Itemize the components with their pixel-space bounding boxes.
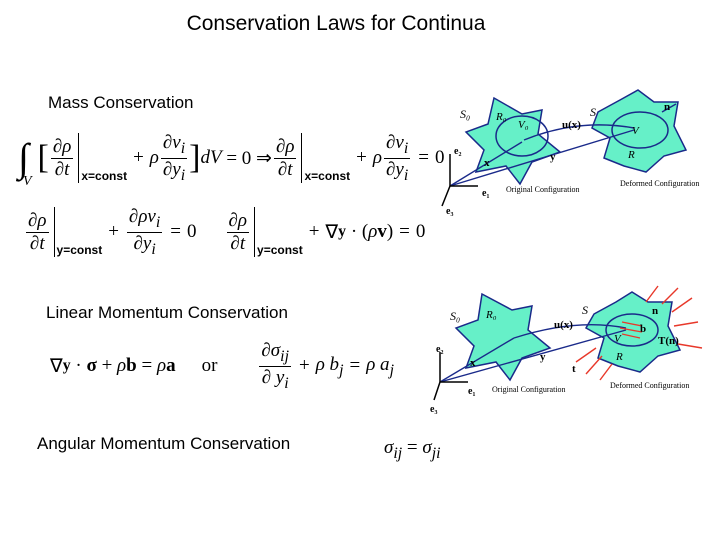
label-S0: S₀ bbox=[460, 107, 470, 121]
label-e1: e₁ bbox=[482, 188, 489, 199]
label-original-config: Original Configuration bbox=[492, 385, 566, 394]
deformed-body-shape bbox=[584, 291, 682, 373]
deformed-body-shape bbox=[591, 89, 688, 173]
angular-momentum-heading: Angular Momentum Conservation bbox=[37, 434, 291, 453]
momentum-configuration-diagram: S₀ R₀ S u(x) n b T(n) V R t x y e₂ e₁ e₃… bbox=[430, 285, 703, 415]
x-const-subscript: x=const bbox=[304, 169, 351, 184]
label-t: t bbox=[572, 363, 576, 375]
label-e2: e₂ bbox=[454, 146, 461, 157]
label-V: V bbox=[632, 125, 640, 137]
label-e3: e₃ bbox=[430, 404, 437, 415]
label-Tn: T(n) bbox=[658, 335, 679, 347]
label-y: y bbox=[540, 351, 546, 363]
label-R: R bbox=[627, 149, 635, 161]
x-const-subscript: x=const bbox=[81, 169, 128, 184]
label-R: R bbox=[615, 351, 623, 363]
label-V: V bbox=[614, 333, 622, 345]
mass-integral-equation: ∫ V [ ∂ρ∂t x=const +ρ ∂vi∂yi ] dV = 0 ⇒ … bbox=[18, 132, 445, 190]
label-u: u(x) bbox=[554, 319, 573, 331]
y-const-subscript: y=const bbox=[257, 243, 303, 258]
traction-arrows bbox=[575, 285, 703, 381]
linear-momentum-heading: Linear Momentum Conservation bbox=[46, 303, 288, 322]
label-b: b bbox=[640, 323, 646, 335]
y-const-subscript: y=const bbox=[56, 243, 103, 258]
slide-title: Conservation Laws for Continua bbox=[186, 12, 486, 35]
deformed-volume bbox=[611, 111, 669, 149]
original-body-shape bbox=[464, 96, 562, 186]
body-force-arrows bbox=[619, 321, 643, 339]
label-S0: S₀ bbox=[450, 309, 460, 323]
label-V0: V₀ bbox=[518, 119, 529, 131]
label-deformed-config: Deformed Configuration bbox=[620, 179, 699, 188]
mass-configuration-diagram: S₀ R₀ V₀ S u(x) n V R x y e₂ e₁ e₃ Origi… bbox=[441, 89, 699, 217]
original-volume bbox=[495, 115, 549, 157]
or-word: or bbox=[201, 355, 218, 377]
label-R0: R₀ bbox=[485, 309, 497, 321]
deformed-volume bbox=[605, 313, 659, 347]
label-deformed-config: Deformed Configuration bbox=[610, 381, 689, 390]
label-e2: e₂ bbox=[436, 344, 443, 355]
label-x: x bbox=[470, 357, 476, 369]
label-x: x bbox=[484, 157, 490, 169]
label-S: S bbox=[582, 303, 588, 317]
label-original-config: Original Configuration bbox=[506, 185, 580, 194]
label-R0: R₀ bbox=[495, 111, 507, 123]
mass-conservation-heading: Mass Conservation bbox=[48, 93, 194, 112]
label-y: y bbox=[550, 151, 556, 163]
label-S: S bbox=[590, 105, 596, 119]
mass-local-equation: ∂ρ∂t y=const + ∂ρvi∂yi =0 ∂ρ∂t y=const +… bbox=[26, 206, 426, 258]
angular-momentum-equation: σij = σji bbox=[384, 437, 441, 462]
label-u: u(x) bbox=[562, 119, 581, 131]
label-e3: e₃ bbox=[446, 206, 453, 217]
label-n: n bbox=[652, 305, 658, 317]
label-e1: e₁ bbox=[468, 386, 475, 397]
label-n: n bbox=[664, 101, 670, 113]
